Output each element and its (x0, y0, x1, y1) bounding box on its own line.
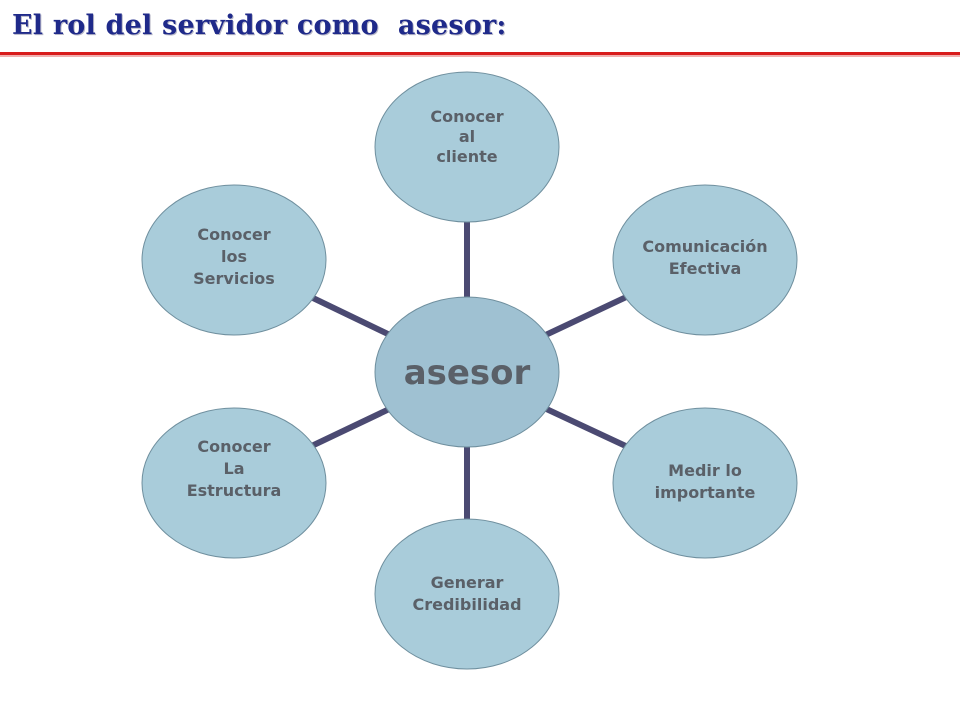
node-label-line: al (459, 127, 475, 146)
node-label-line: Generar (431, 573, 504, 592)
node-label-line: cliente (436, 147, 497, 166)
node-shape (374, 71, 560, 223)
node-medir: Medir lo importante (612, 407, 798, 559)
node-label-line: Credibilidad (412, 595, 521, 614)
slide-title: El rol del servidor como asesor: (12, 10, 507, 41)
node-label-line: La (224, 459, 245, 478)
node-shape (612, 184, 798, 336)
node-shape (612, 407, 798, 559)
node-label-line: Efectiva (669, 259, 742, 278)
node-label-line: Comunicación (642, 237, 767, 256)
title-rule-shadow (0, 55, 960, 57)
center-shape (374, 296, 560, 448)
title-rule (0, 52, 960, 55)
node-shape (141, 184, 327, 336)
node-label-line: Medir lo (668, 461, 742, 480)
node-shape (141, 407, 327, 559)
node-label-line: Conocer (197, 437, 270, 456)
node-label-line: Conocer (197, 225, 270, 244)
center-label: asesor (404, 353, 531, 393)
node-label-line: importante (655, 483, 756, 502)
node-label-line: los (221, 247, 247, 266)
node-label-line: Conocer (430, 107, 503, 126)
diagram-nodes: ConoceralclienteComunicaciónEfectivaMedi… (141, 71, 798, 670)
node-label-line: Estructura (187, 481, 282, 500)
node-label-line: Servicios (193, 269, 275, 288)
node-shape (374, 518, 560, 670)
center-node: asesor (374, 296, 560, 448)
